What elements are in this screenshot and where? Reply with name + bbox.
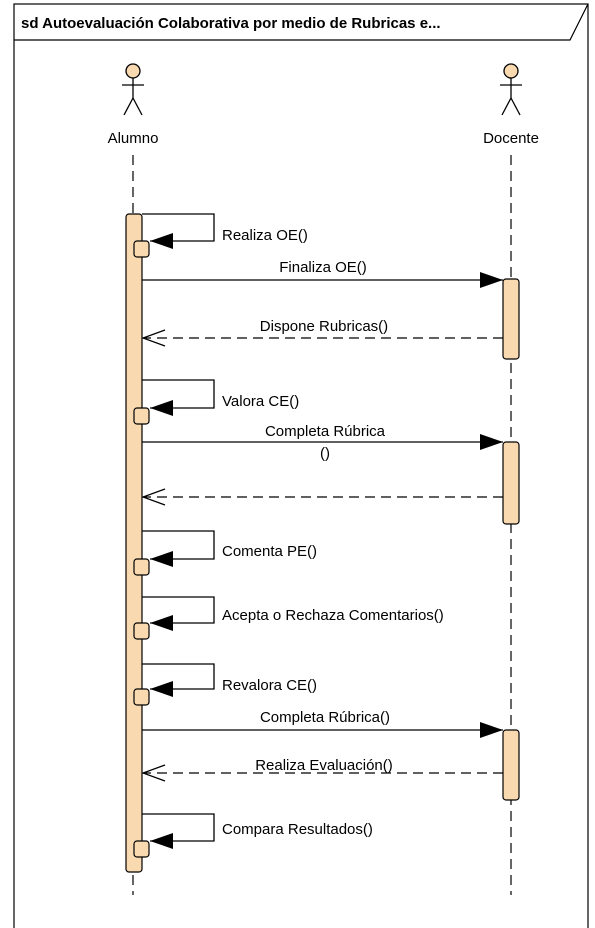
filled-arrow-icon [150, 681, 173, 697]
filled-arrow-icon [150, 233, 173, 249]
filled-arrow-icon [150, 400, 173, 416]
activation-bar-docente[interactable] [502, 729, 520, 801]
self-activation-box [133, 688, 150, 706]
open-arrow-icon [141, 764, 166, 782]
filled-arrow-icon [150, 615, 173, 631]
self-activation-box [133, 240, 150, 258]
frame-border [13, 3, 589, 928]
return-message[interactable] [141, 488, 503, 506]
self-message[interactable]: Valora CE() [142, 379, 299, 416]
actor-name: Alumno [108, 130, 159, 147]
actor-alumno[interactable]: Alumno [108, 63, 159, 147]
return-message[interactable]: Realiza Evaluación() [141, 757, 503, 782]
message-label: Comenta PE() [222, 543, 317, 560]
message-label: Acepta o Rechaza Comentarios() [222, 607, 444, 624]
filled-arrow-icon [150, 551, 173, 567]
self-message[interactable]: Revalora CE() [142, 663, 317, 697]
self-activation-box [133, 558, 150, 576]
message-label: Realiza OE() [222, 227, 308, 244]
call-message[interactable]: Completa Rúbrica () [142, 423, 503, 462]
actor-name: Docente [483, 130, 539, 147]
activation-bar-alumno[interactable] [125, 213, 143, 873]
frame-title: sd Autoevaluación Colaborativa por medio… [21, 15, 441, 32]
message-label: Valora CE() [222, 393, 299, 410]
activation-bar-docente[interactable] [502, 278, 520, 360]
filled-arrow-icon [480, 434, 503, 450]
open-arrow-icon [141, 329, 166, 347]
message-label: Compara Resultados() [222, 821, 373, 838]
filled-arrow-icon [480, 272, 503, 288]
diagram-frame: sd Autoevaluación Colaborativa por medio… [13, 3, 589, 928]
message-label-continuation: () [320, 445, 330, 462]
self-message[interactable]: Comenta PE() [142, 530, 317, 567]
filled-arrow-icon [480, 722, 503, 738]
frame-title-tab [14, 3, 589, 41]
message-label: Finaliza OE() [279, 259, 367, 276]
open-arrow-icon [141, 488, 166, 506]
self-message[interactable]: Realiza OE() [142, 213, 308, 249]
self-activation-box [133, 407, 150, 425]
self-activation-box [133, 840, 150, 858]
message-label: Realiza Evaluación() [255, 757, 393, 774]
actor-docente[interactable]: Docente [483, 63, 539, 147]
message-label: Dispone Rubricas() [260, 318, 388, 335]
message-label: Completa Rúbrica [265, 423, 386, 440]
call-message[interactable]: Completa Rúbrica() [142, 709, 503, 738]
activation-bar-docente[interactable] [502, 441, 520, 525]
message-label: Completa Rúbrica() [260, 709, 390, 726]
message-label: Revalora CE() [222, 677, 317, 694]
self-message[interactable]: Acepta o Rechaza Comentarios() [142, 596, 444, 631]
actor-figure-icon [122, 63, 144, 116]
actor-figure-icon [500, 63, 522, 116]
self-message[interactable]: Compara Resultados() [142, 813, 373, 849]
return-message[interactable]: Dispone Rubricas() [141, 318, 503, 347]
filled-arrow-icon [150, 833, 173, 849]
call-message[interactable]: Finaliza OE() [142, 259, 503, 288]
self-activation-box [133, 622, 150, 640]
